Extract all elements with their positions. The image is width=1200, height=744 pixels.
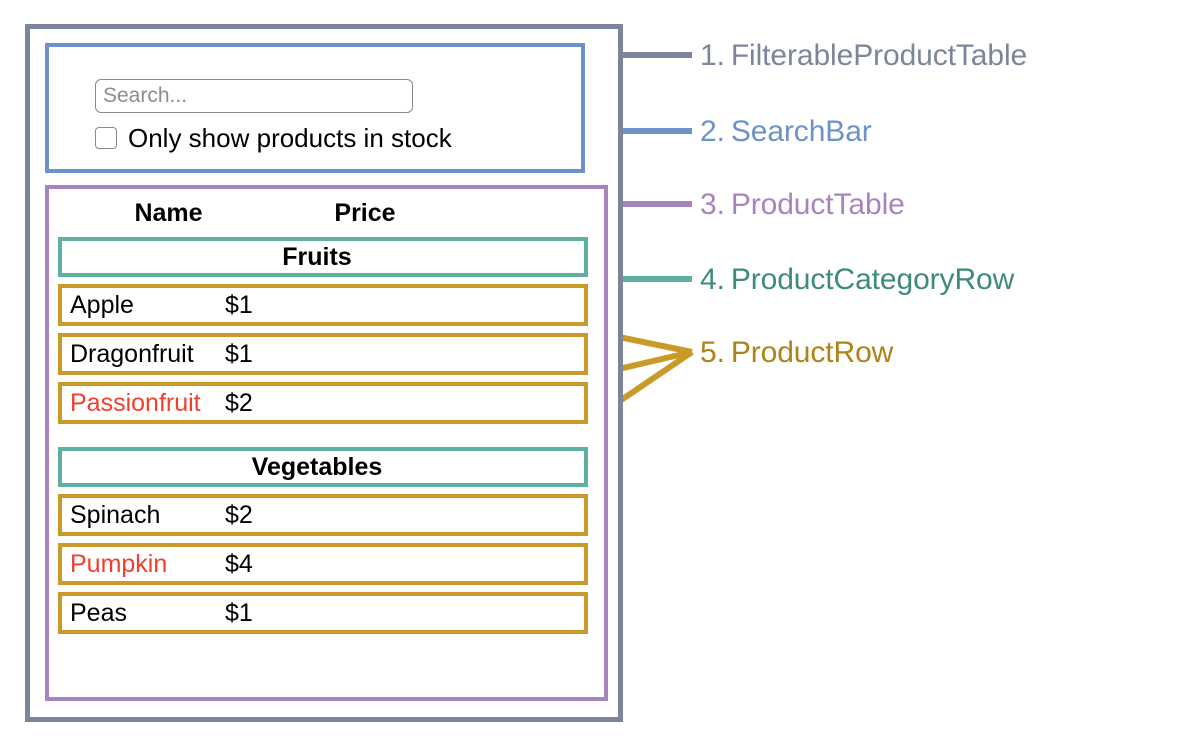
product-row: Dragonfruit $1 xyxy=(58,333,588,375)
column-header-name: Name xyxy=(134,198,203,227)
annotation-label: ProductRow xyxy=(730,336,894,369)
product-name: Dragonfruit xyxy=(70,339,194,368)
annotation-label: ProductTable xyxy=(730,188,905,221)
product-row: Pumpkin $4 xyxy=(58,543,588,585)
product-price: $4 xyxy=(225,549,253,578)
annotation-number: 3. xyxy=(700,188,725,221)
annotation-product-category-row: 4.ProductCategoryRow xyxy=(700,265,1014,295)
product-table-inner: Name Price Fruits Apple $1 Dragonfruit $… xyxy=(58,189,588,641)
annotation-label: SearchBar xyxy=(730,115,872,148)
product-price: $1 xyxy=(225,598,253,627)
product-name: Pumpkin xyxy=(70,549,168,578)
product-name: Apple xyxy=(70,290,134,319)
product-name: Spinach xyxy=(70,500,161,529)
annotation-number: 4. xyxy=(700,263,725,296)
product-price: $2 xyxy=(225,500,253,529)
annotation-product-row: 5.ProductRow xyxy=(700,338,893,368)
product-row: Peas $1 xyxy=(58,592,588,634)
product-table-header: Name Price xyxy=(58,189,588,237)
product-price: $1 xyxy=(225,290,253,319)
category-group-spacer xyxy=(58,431,588,447)
annotation-label: ProductCategoryRow xyxy=(730,263,1015,296)
annotation-search-bar: 2.SearchBar xyxy=(700,117,872,147)
product-row: Spinach $2 xyxy=(58,494,588,536)
only-in-stock-label: Only show products in stock xyxy=(128,123,452,153)
product-name: Passionfruit xyxy=(70,388,201,417)
product-price: $1 xyxy=(225,339,253,368)
product-category-row: Fruits xyxy=(58,237,588,277)
product-category-label: Fruits xyxy=(282,242,352,271)
annotation-filterable-product-table: 1.FilterableProductTable xyxy=(700,41,1027,71)
product-category-label: Vegetables xyxy=(251,452,383,481)
product-row: Apple $1 xyxy=(58,284,588,326)
only-in-stock-checkbox[interactable] xyxy=(95,127,117,149)
product-row: Passionfruit $2 xyxy=(58,382,588,424)
product-table-box: Name Price Fruits Apple $1 Dragonfruit $… xyxy=(45,185,608,701)
product-price: $2 xyxy=(225,388,253,417)
product-category-row: Vegetables xyxy=(58,447,588,487)
product-name: Peas xyxy=(70,598,127,627)
annotation-number: 5. xyxy=(700,336,725,369)
annotation-label: FilterableProductTable xyxy=(730,39,1028,72)
search-bar-box: Only show products in stock xyxy=(45,43,585,173)
column-header-price: Price xyxy=(334,198,396,227)
annotation-number: 2. xyxy=(700,115,725,148)
in-stock-filter-row[interactable]: Only show products in stock xyxy=(95,125,452,151)
annotation-product-table: 3.ProductTable xyxy=(700,190,905,220)
annotation-number: 1. xyxy=(700,39,725,72)
search-input[interactable] xyxy=(95,79,413,113)
